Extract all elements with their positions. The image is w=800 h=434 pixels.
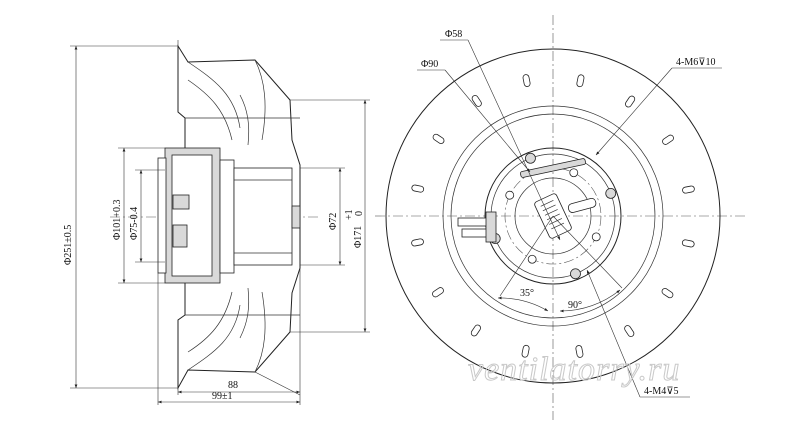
balance-slots: [411, 74, 695, 358]
blade-curve: [187, 304, 241, 371]
side-view: Φ251±0.5 Φ101+0.3 Φ75-0.4 Φ72 Φ171 +1 0 …: [63, 40, 370, 405]
balance-slot: [575, 345, 584, 358]
inlet-ring-outer: [442, 105, 664, 327]
angle-ray: [499, 215, 554, 297]
mounting-hole: [591, 232, 601, 242]
connector-block: [172, 224, 188, 248]
blade-curve: [254, 59, 266, 141]
angle-35-label: 35°: [520, 288, 534, 299]
angle-ray: [552, 215, 623, 289]
threaded-hole: [605, 187, 617, 199]
balance-slot: [411, 238, 424, 247]
angle-90-label: 90°: [568, 300, 582, 311]
mounting-hole: [569, 168, 579, 178]
leader-phi90-ray: [444, 69, 531, 173]
balance-slot: [522, 74, 531, 87]
front-view: Φ58 Φ90 4-M6⊽10 4-M4⊽5 35° 90°: [375, 15, 745, 420]
dim-inlet-tol-upper: +1: [344, 209, 355, 220]
motor-mount-plate: [157, 157, 167, 274]
mounting-hole: [527, 254, 537, 264]
threaded-hole: [570, 268, 581, 280]
dim-4m6: 4-M6⊽10: [676, 57, 716, 68]
hub-circle: [514, 177, 592, 255]
motor-housing-outer: [484, 147, 622, 285]
cable-connector: [461, 228, 489, 238]
balance-slot: [576, 74, 585, 88]
ext-line: [254, 371, 301, 396]
blade-curve: [187, 291, 233, 353]
blade-curve: [239, 287, 250, 339]
impeller-disc: [385, 48, 721, 384]
balance-slot: [624, 325, 635, 337]
dim-inlet-tol-lower: 0: [354, 211, 365, 216]
dim-flange-diameter: Φ101+0.3: [112, 200, 123, 240]
balance-slot: [432, 133, 445, 144]
stator-ring: [219, 159, 235, 274]
dim-4m4: 4-M4⊽5: [644, 386, 679, 397]
dim-depth-99: 99±1: [212, 391, 233, 402]
shaft-end: [291, 205, 301, 229]
angle-arc-35: [497, 296, 549, 312]
balance-slot: [661, 288, 674, 299]
balance-slot: [411, 184, 425, 193]
dim-inlet-diameter: Φ171: [353, 226, 364, 248]
watermark: ventilatorry.ru: [468, 351, 680, 388]
balance-slot: [681, 239, 695, 248]
blade-curve: [254, 291, 266, 373]
connector-block: [172, 194, 190, 210]
dim-phi90: Φ90: [421, 59, 438, 70]
motor-flange-inner: [171, 154, 213, 277]
blade-curve: [187, 79, 233, 141]
balance-slot: [521, 344, 530, 358]
blade-curve: [187, 61, 241, 129]
inlet-ring-inner: [450, 113, 656, 319]
label-strip: [520, 158, 586, 178]
dim-hub-diameter: Φ72: [328, 213, 339, 230]
leader-phi58-ray: [467, 39, 561, 241]
cable-gland: [485, 211, 497, 243]
leader-4m6-ray: [595, 67, 673, 156]
balance-slot: [682, 185, 695, 194]
dim-overall-diameter: Φ251±0.5: [63, 225, 74, 265]
balance-slot: [432, 287, 444, 298]
rotor-hub: [233, 167, 293, 266]
blade-curve: [239, 94, 250, 146]
balance-slot: [470, 324, 481, 337]
angle-arc-90: [559, 289, 621, 313]
balance-slot: [662, 134, 674, 145]
nameplate-text-lines: [540, 200, 565, 230]
cable-connector: [457, 217, 489, 227]
dim-phi58: Φ58: [445, 29, 462, 40]
balance-slot: [471, 95, 482, 107]
balance-slot: [625, 95, 636, 108]
mounting-slot: [567, 198, 597, 213]
dim-spigot-diameter: Φ75-0.4: [129, 207, 140, 240]
dim-depth-88: 88: [228, 380, 238, 391]
threaded-hole: [525, 152, 536, 164]
mounting-hole: [505, 190, 515, 200]
